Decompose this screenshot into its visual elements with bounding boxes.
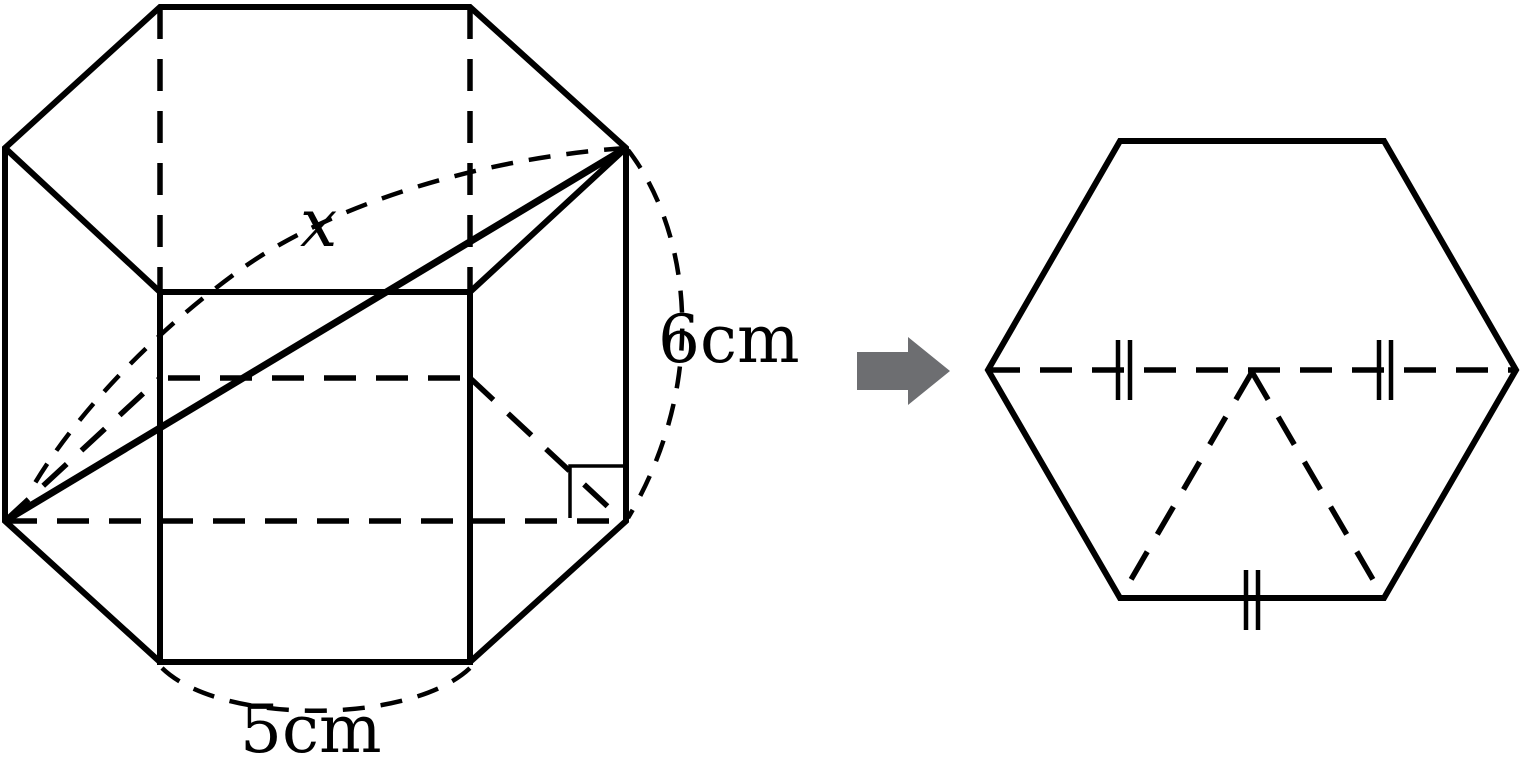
space-diagonal-x (3, 144, 628, 525)
label-6cm: 6cm (658, 301, 800, 378)
prism-hidden-mid-slant (468, 375, 622, 521)
prism-top-right-edge (467, 145, 629, 295)
hexagon-base (984, 138, 1520, 630)
hexagonal-prism (2, 3, 685, 713)
prism-top-left-edge (2, 145, 163, 295)
diagonal-x-arc (26, 145, 627, 497)
height-6cm-arc (626, 148, 685, 520)
tick-marks (1115, 340, 1394, 630)
right-arrow-icon (857, 337, 950, 405)
label-5cm: 5cm (240, 691, 382, 768)
triangle-right-side (1249, 370, 1385, 597)
label-x: x (300, 185, 337, 262)
edge-5cm-arc (160, 666, 472, 713)
prism-hidden-guide-line (3, 375, 162, 524)
right-angle-marker (568, 464, 625, 518)
prism-front-face (157, 289, 473, 665)
triangle-left-side (1119, 370, 1255, 597)
